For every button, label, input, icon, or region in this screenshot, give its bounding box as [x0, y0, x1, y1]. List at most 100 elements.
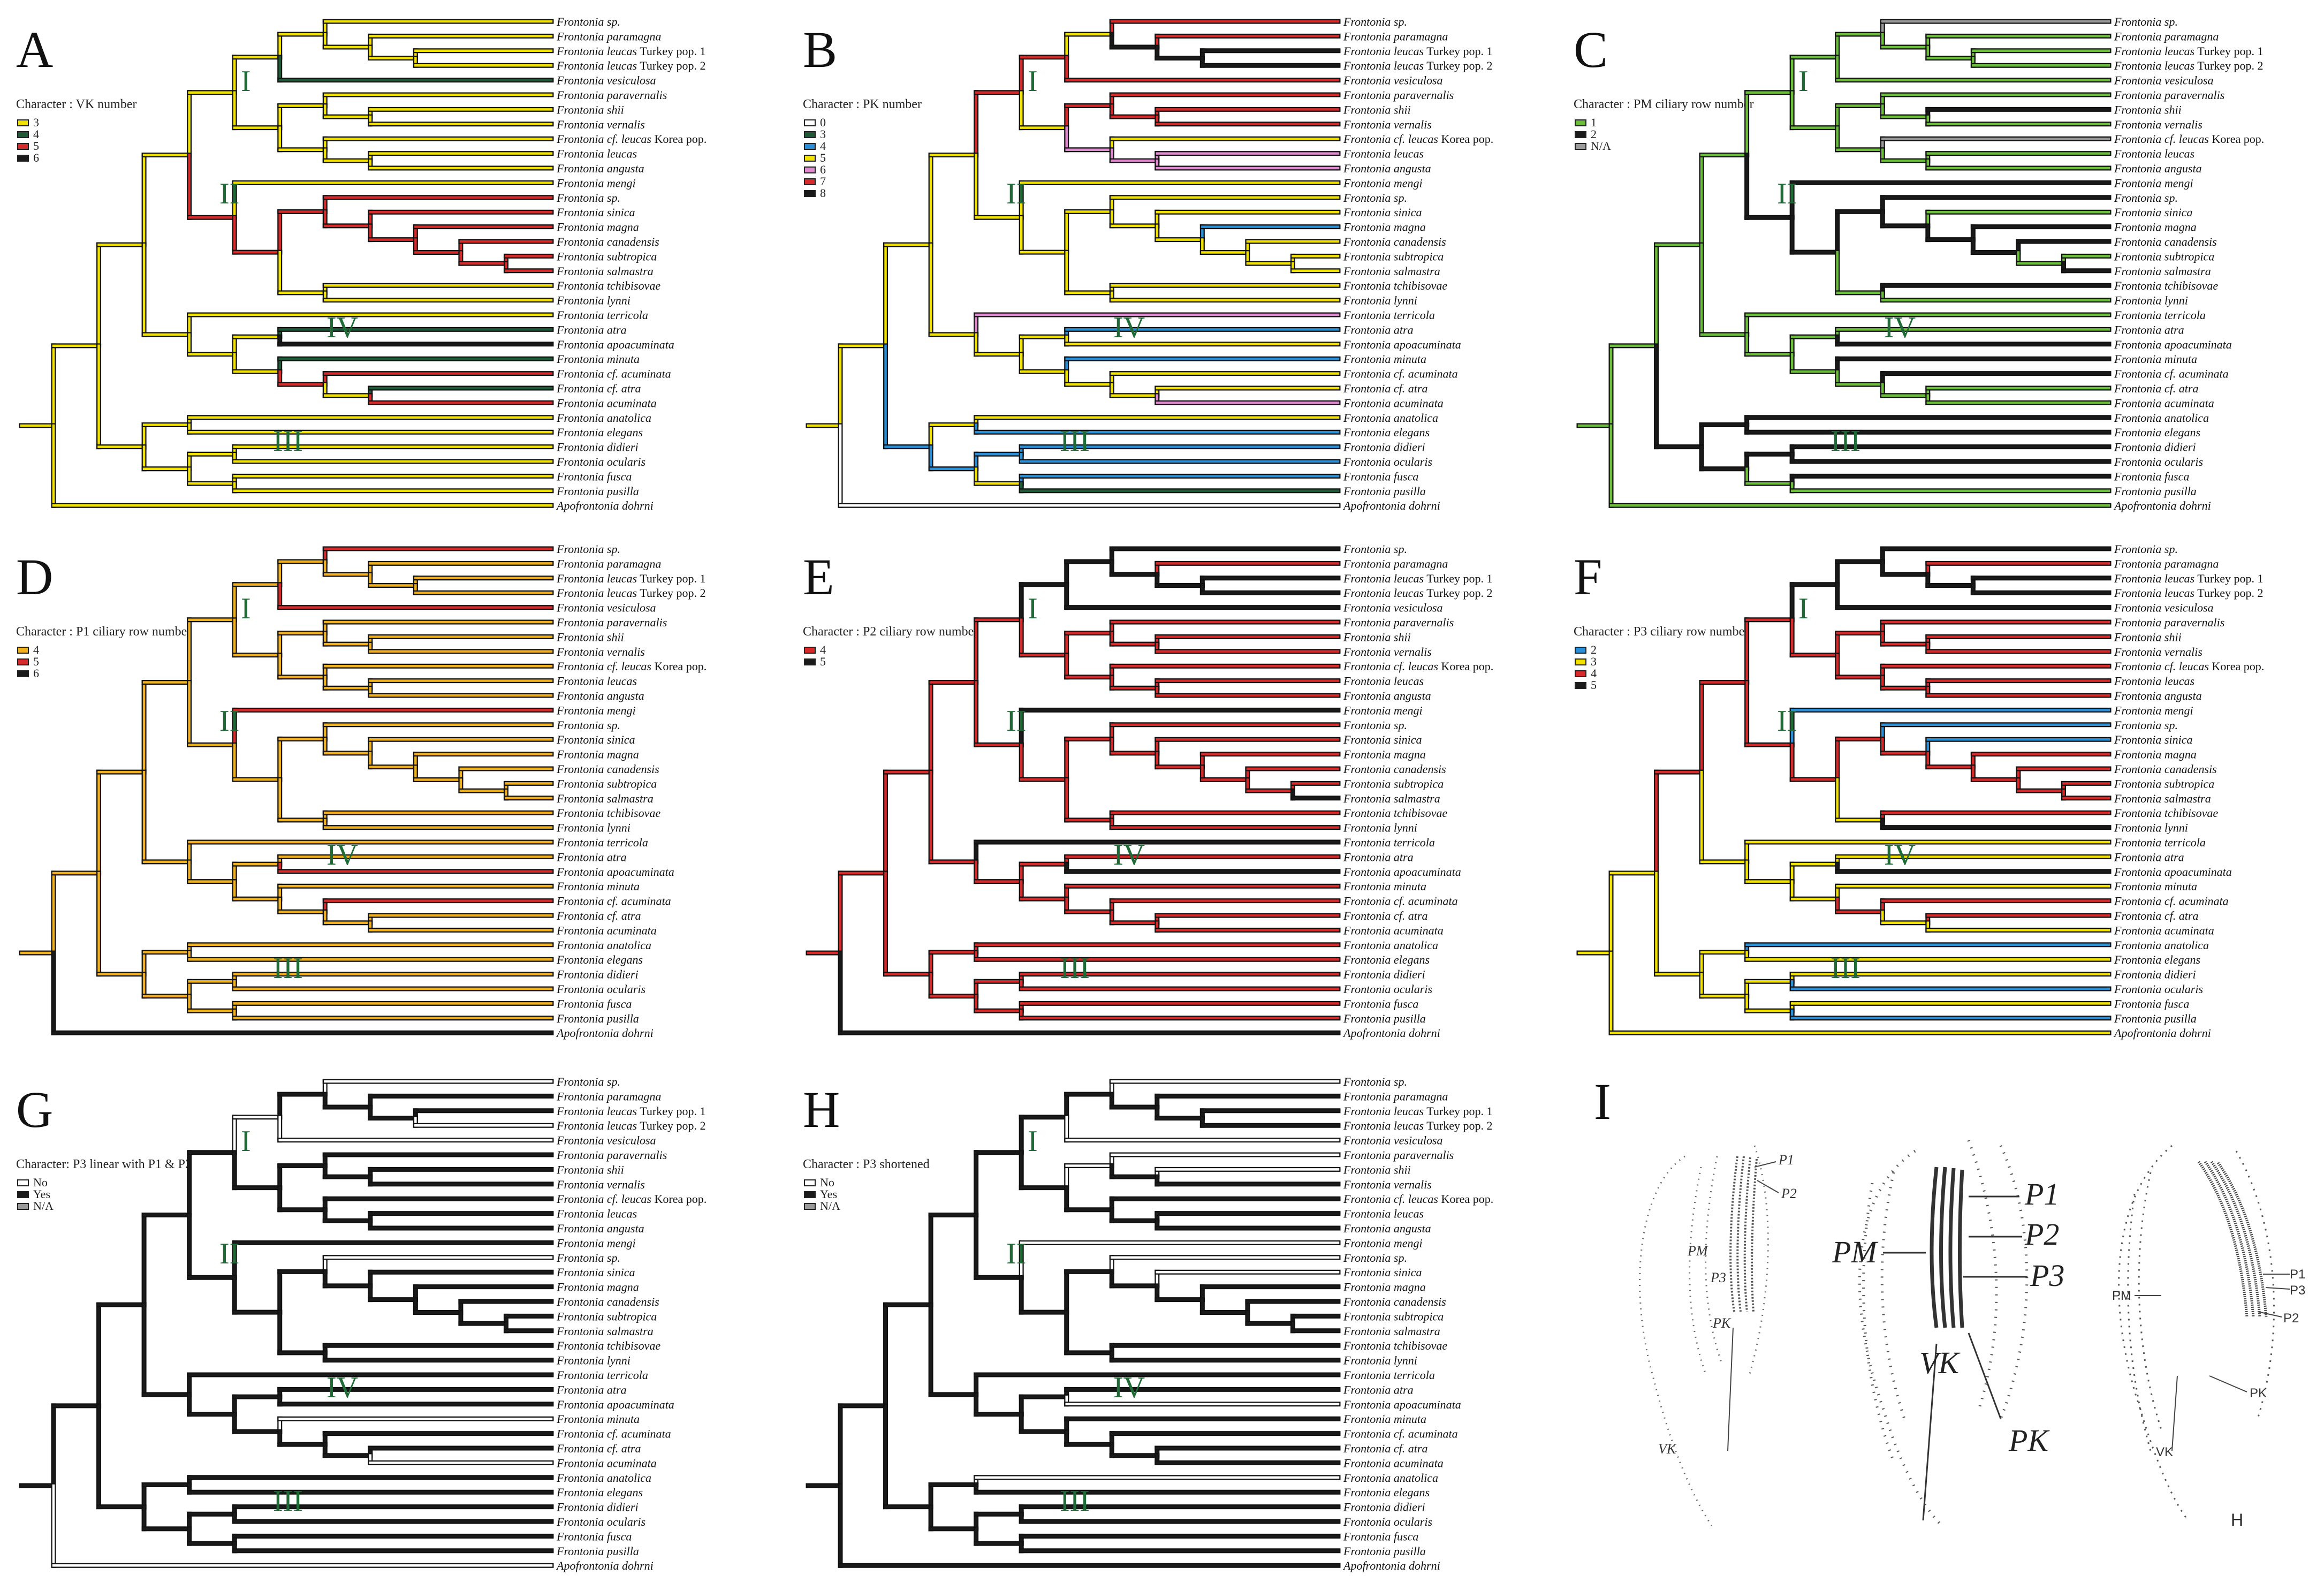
taxon-label: Frontonia fusca	[1343, 997, 1418, 1010]
taxon-label: Frontonia paravernalis	[556, 88, 667, 102]
taxon-label: Frontonia terricola	[2114, 308, 2206, 322]
taxon-label: Frontonia atra	[2114, 850, 2184, 864]
clade-label: I	[1028, 592, 1038, 625]
clade-label: I	[1028, 1125, 1038, 1158]
taxon-label: Frontonia anatolica	[2114, 938, 2209, 952]
taxon-label: Frontonia paramagna	[556, 29, 661, 43]
taxon-label: Frontonia mengi	[556, 176, 636, 190]
taxon-label: Frontonia magna	[2114, 748, 2197, 761]
clade-label: I	[1028, 65, 1038, 98]
legend-label: 3	[1591, 655, 1597, 668]
taxon-label: Frontonia sp.	[1343, 1075, 1407, 1088]
legend-label: Yes	[33, 1187, 51, 1201]
taxon-label: Frontonia angusta	[1343, 689, 1431, 702]
pointer-lines-left	[1727, 1161, 1779, 1451]
taxon-label: Frontonia vesiculosa	[1343, 1134, 1443, 1147]
legend-item: 1	[1575, 116, 1611, 129]
legend-label: 8	[820, 186, 826, 200]
taxon-label: Frontonia elegans	[1343, 426, 1430, 439]
legend-item: N/A	[804, 1199, 840, 1213]
taxon-label: Frontonia lynni	[1343, 294, 1417, 307]
taxon-label: Frontonia elegans	[1343, 953, 1430, 966]
taxon-label: Frontonia paravernalis	[556, 1148, 667, 1162]
legend-swatch	[804, 166, 816, 173]
legend-label: 1	[1591, 116, 1597, 129]
taxon-label: Frontonia salmastra	[556, 792, 654, 805]
taxon-label: Frontonia leucas Turkey pop. 2	[1343, 59, 1492, 72]
taxon-label: Frontonia sp.	[1343, 1251, 1407, 1265]
taxon-label: Frontonia magna	[2114, 221, 2197, 234]
taxon-label: Frontonia cf. acuminata	[556, 895, 671, 908]
taxon-label: Frontonia didieri	[556, 968, 639, 981]
legend-swatch	[804, 646, 816, 654]
taxon-label: Frontonia sp.	[2114, 542, 2178, 556]
taxon-label: Frontonia cf. atra	[2114, 909, 2198, 922]
legend-label: 2	[1591, 643, 1597, 656]
taxon-label: Apofrontonia dohrni	[1342, 499, 1440, 512]
taxon-label: Frontonia canadensis	[556, 235, 659, 248]
legend-item: 4	[804, 643, 826, 656]
taxon-label: Frontonia leucas Turkey pop. 1	[556, 1104, 705, 1118]
clade-label: IV	[1884, 838, 1916, 872]
taxon-label: Frontonia apoacuminata	[1343, 865, 1461, 879]
taxon-label: Frontonia tchibisovae	[556, 1339, 660, 1352]
taxon-label: Frontonia vernalis	[1343, 118, 1432, 131]
legend-swatch	[804, 1202, 816, 1210]
taxon-label: Frontonia minuta	[556, 880, 640, 893]
pointer-lines-right	[2135, 1274, 2290, 1451]
taxon-label: Frontonia leucas Turkey pop. 1	[556, 572, 705, 585]
clade-label: III	[1831, 425, 1860, 458]
taxon-label: Frontonia magna	[556, 748, 639, 761]
taxon-label: Frontonia canadensis	[2114, 235, 2217, 248]
taxon-label: Frontonia acuminata	[1343, 396, 1444, 410]
taxon-label: Frontonia subtropica	[2114, 777, 2214, 790]
taxon-label: Frontonia paramagna	[556, 557, 661, 570]
taxon-label: Frontonia subtropica	[556, 1309, 657, 1323]
legend-item: 4	[1575, 667, 1597, 680]
taxon-label: Frontonia didieri	[556, 441, 639, 454]
legend-swatch	[17, 670, 29, 677]
taxon-label: Frontonia sp.	[556, 542, 620, 556]
panel-f-letter: F	[1574, 548, 1603, 605]
legend-item: 2	[1575, 127, 1611, 141]
taxon-label: Frontonia sinica	[1343, 733, 1422, 746]
taxon-label: Frontonia magna	[1343, 748, 1426, 761]
legend-swatch	[17, 1191, 29, 1198]
legend-label: No	[33, 1176, 48, 1189]
taxon-label: Frontonia cf. acuminata	[556, 1427, 671, 1441]
legend-swatch	[17, 1179, 29, 1186]
label-left-pk: PK	[1712, 1315, 1731, 1331]
taxon-label: Frontonia acuminata	[2114, 923, 2214, 937]
taxon-label: Frontonia vesiculosa	[1343, 601, 1443, 615]
legend-swatch	[804, 178, 816, 185]
legend-label: 5	[33, 139, 39, 153]
taxon-label: Frontonia angusta	[556, 162, 644, 175]
taxon-label: Frontonia mengi	[2114, 176, 2193, 190]
taxon-label: Frontonia cf. atra	[556, 909, 641, 922]
oral-kineties-middle	[1930, 1167, 1964, 1328]
taxon-label: Frontonia pusilla	[556, 484, 639, 498]
legend-label: 5	[820, 151, 826, 164]
taxon-label: Frontonia lynni	[2114, 821, 2188, 835]
legend-swatch	[17, 119, 29, 126]
taxon-label: Frontonia cf. acuminata	[556, 367, 671, 381]
taxon-label: Frontonia sinica	[2114, 206, 2192, 219]
taxon-label: Frontonia leucas	[556, 675, 637, 688]
taxon-label: Frontonia leucas Turkey pop. 1	[2114, 572, 2263, 585]
legend-item: Yes	[17, 1187, 54, 1201]
taxon-label: Frontonia mengi	[1343, 1236, 1423, 1250]
legend-item: 5	[1575, 678, 1597, 692]
taxon-label: Frontonia apoacuminata	[2114, 865, 2232, 879]
taxon-label: Frontonia canadensis	[1343, 762, 1446, 776]
taxon-label: Frontonia subtropica	[1343, 777, 1444, 790]
legend-label: N/A	[820, 1199, 840, 1213]
panel-h-character-title: Character : P3 shortened	[803, 1157, 930, 1171]
taxon-label: Frontonia elegans	[556, 953, 643, 966]
taxon-label: Frontonia paravernalis	[556, 616, 667, 629]
panel-g-character-title: Character: P3 linear with P1 & P2	[16, 1157, 192, 1171]
taxon-label: Frontonia leucas Turkey pop. 1	[1343, 44, 1492, 58]
taxon-label: Frontonia vesiculosa	[556, 74, 656, 87]
taxon-label: Frontonia leucas Turkey pop. 1	[556, 44, 705, 58]
legend-swatch	[804, 154, 816, 162]
